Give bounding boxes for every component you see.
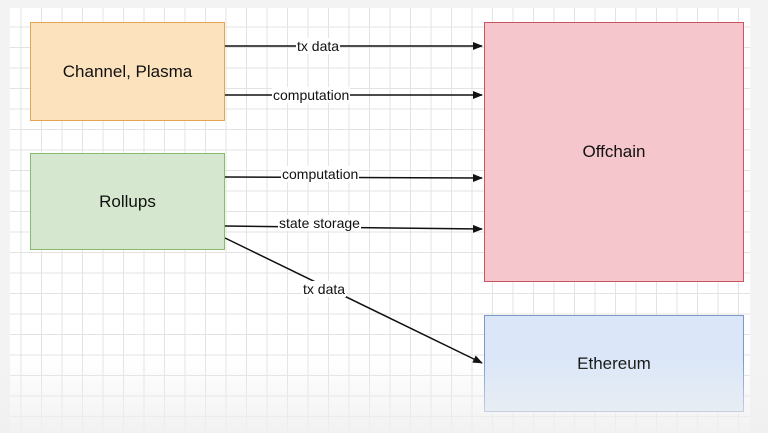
offchain-node[interactable]: Offchain [484, 22, 744, 282]
ethereum-node[interactable]: Ethereum [484, 315, 744, 412]
frame-right [750, 0, 768, 433]
frame-top [0, 0, 768, 8]
edge-label-channel-txdata: tx data [296, 38, 341, 54]
edge-label-rollups-computation: computation [281, 166, 360, 182]
offchain-label: Offchain [582, 142, 646, 161]
rollups-node[interactable]: Rollups [30, 153, 225, 250]
channel-plasma-node[interactable]: Channel, Plasma [30, 22, 225, 121]
frame-left [0, 0, 10, 433]
channel-plasma-label: Channel, Plasma [62, 61, 193, 81]
edge-label-channel-computation: computation [272, 87, 351, 103]
ethereum-label: Ethereum [577, 353, 651, 373]
rollups-label: Rollups [99, 191, 156, 211]
edge-label-rollups-txdata: tx data [302, 281, 347, 297]
arrow-rollups-txdata [224, 237, 483, 364]
edge-label-rollups-state-storage: state storage [278, 215, 361, 231]
